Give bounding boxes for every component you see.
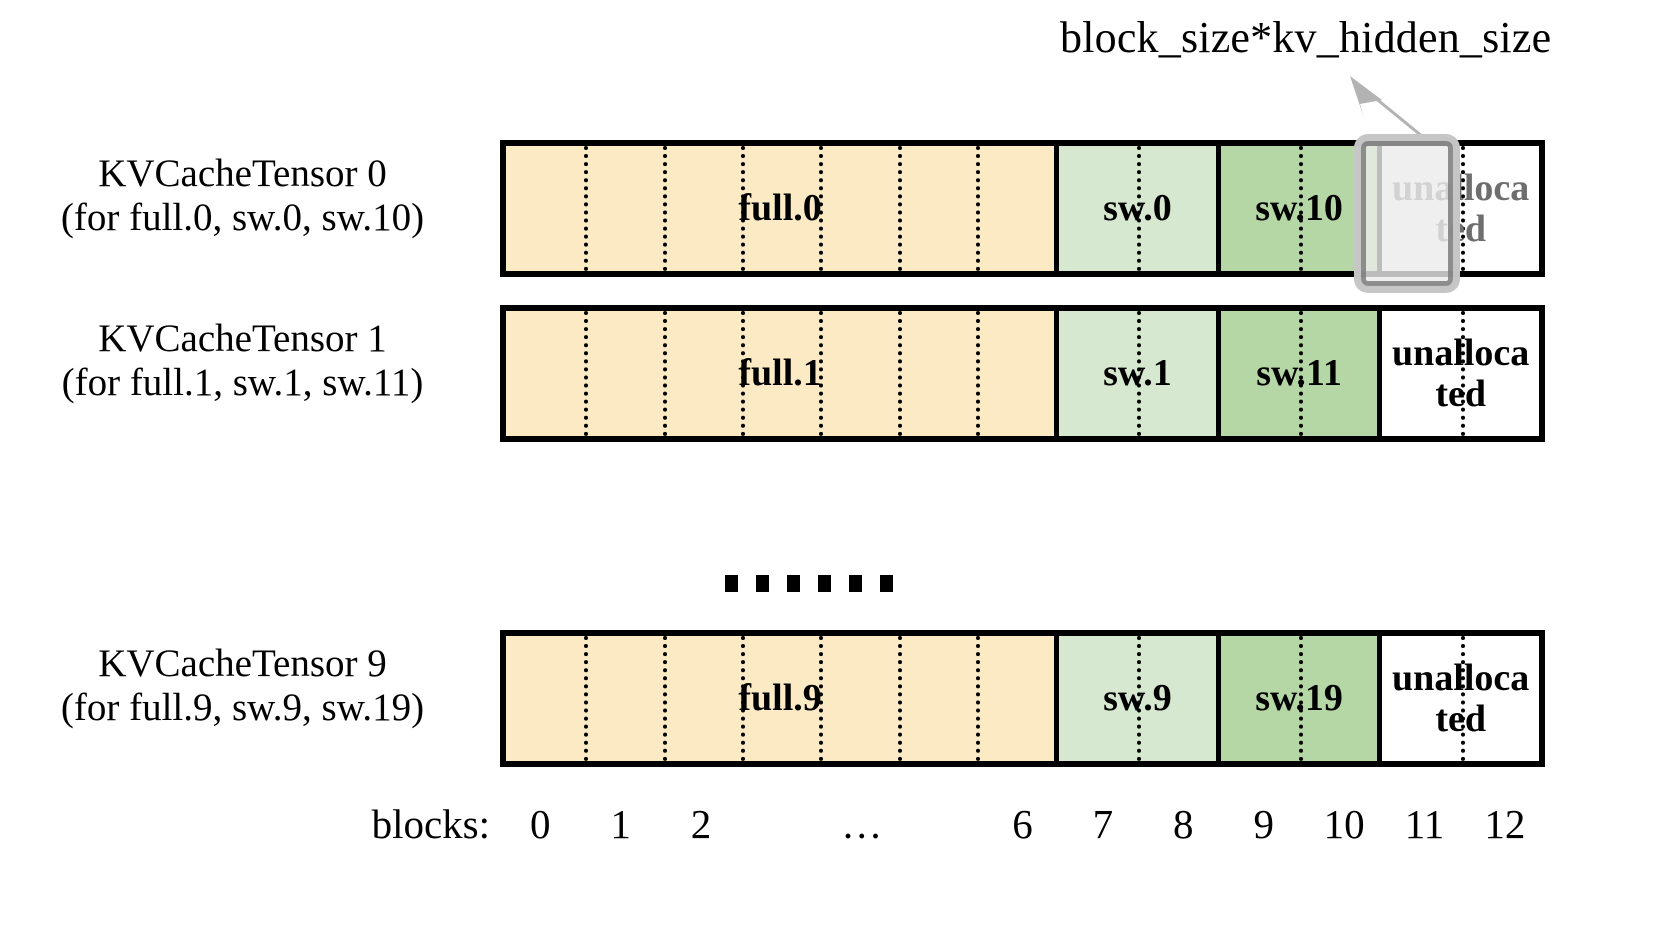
block-divider xyxy=(975,311,980,436)
bar-segment-label: sw.9 xyxy=(1103,677,1172,720)
ellipsis-dot xyxy=(725,575,738,592)
block-divider xyxy=(662,311,667,436)
axis-tick: 9 xyxy=(1253,801,1274,847)
block-divider xyxy=(662,636,667,761)
axis-tick: 11 xyxy=(1404,801,1445,847)
block-divider xyxy=(1460,311,1465,436)
tensor-row-label: KVCacheTensor 0(for full.0, sw.0, sw.10) xyxy=(0,152,485,241)
ellipsis-dot xyxy=(880,575,893,592)
block-divider xyxy=(819,636,824,761)
block-divider xyxy=(897,311,902,436)
block-divider xyxy=(897,636,902,761)
axis-title: blocks: xyxy=(371,801,490,847)
block-divider xyxy=(1299,146,1304,271)
ellipsis-dot xyxy=(787,575,800,592)
bar-segment-label: full.1 xyxy=(738,352,822,395)
tensor-name: KVCacheTensor 1 xyxy=(98,317,387,360)
bar-segment-label: sw.11 xyxy=(1256,352,1342,395)
block-divider xyxy=(584,636,589,761)
tensor-row-label: KVCacheTensor 9(for full.9, sw.9, sw.19) xyxy=(0,642,485,731)
bar-segment[interactable]: sw.0 xyxy=(1059,146,1221,271)
tensor-groups: (for full.0, sw.0, sw.10) xyxy=(60,196,425,240)
axis-tick: 2 xyxy=(690,801,712,847)
axis-tick: 12 xyxy=(1484,801,1526,847)
block-divider xyxy=(897,146,902,271)
bar-segment[interactable]: sw.9 xyxy=(1059,636,1221,761)
axis-tick: 0 xyxy=(529,801,551,847)
block-divider xyxy=(975,636,980,761)
bar-segment[interactable]: unalloca ted xyxy=(1382,636,1539,761)
block-divider xyxy=(584,311,589,436)
bar-segment-label: full.9 xyxy=(738,677,822,720)
ellipsis-dot xyxy=(756,575,769,592)
block-divider xyxy=(740,636,745,761)
bar-segment-label: sw.10 xyxy=(1255,187,1343,230)
annotation-label: block_size*kv_hidden_size xyxy=(1060,13,1552,62)
bar-segment[interactable]: sw.10 xyxy=(1220,146,1383,271)
ellipsis-dot xyxy=(818,575,831,592)
kvcache-tensor-bar[interactable]: full.1 sw.1 sw.11 unalloca ted xyxy=(500,305,1545,442)
bar-segment[interactable]: full.0 xyxy=(506,146,1060,271)
block-divider xyxy=(1137,636,1142,761)
bar-segment-label: sw.1 xyxy=(1103,352,1172,395)
tensor-name: KVCacheTensor 0 xyxy=(98,152,387,195)
bar-segment-label: sw.0 xyxy=(1103,187,1172,230)
tensor-groups: (for full.1, sw.1, sw.11) xyxy=(61,361,424,405)
bar-segment-label: unalloca ted xyxy=(1392,167,1530,250)
axis-tick: 1 xyxy=(610,801,631,847)
axis-tick: 10 xyxy=(1323,801,1365,847)
bar-segment[interactable]: sw.1 xyxy=(1059,311,1221,436)
bar-segment[interactable]: sw.19 xyxy=(1220,636,1383,761)
block-divider xyxy=(819,146,824,271)
block-divider xyxy=(1299,636,1304,761)
rows-ellipsis xyxy=(725,575,893,592)
block-divider xyxy=(819,311,824,436)
tensor-groups: (for full.9, sw.9, sw.19) xyxy=(60,686,425,730)
block-divider xyxy=(662,146,667,271)
axis-tick: 8 xyxy=(1173,801,1194,847)
bar-segment-label: unalloca ted xyxy=(1392,332,1530,415)
ellipsis-dot xyxy=(849,575,862,592)
block-divider xyxy=(740,146,745,271)
kvcache-tensor-bar[interactable]: full.9 sw.9 sw.19 unalloca ted xyxy=(500,630,1545,767)
bar-segment[interactable]: sw.11 xyxy=(1220,311,1383,436)
block-divider xyxy=(1460,636,1465,761)
tensor-row-label: KVCacheTensor 1(for full.1, sw.1, sw.11) xyxy=(0,317,485,406)
bar-segment[interactable]: unalloca ted xyxy=(1382,311,1539,436)
bar-segment[interactable]: unalloca ted xyxy=(1382,146,1539,271)
block-divider xyxy=(584,146,589,271)
kvcache-tensor-bar[interactable]: full.0 sw.0 sw.10 unalloca ted xyxy=(500,140,1545,277)
block-divider xyxy=(975,146,980,271)
bar-segment[interactable]: full.9 xyxy=(506,636,1060,761)
block-divider xyxy=(740,311,745,436)
axis-tick: 7 xyxy=(1092,801,1114,847)
block-divider xyxy=(1299,311,1304,436)
bar-segment-label: unalloca ted xyxy=(1392,657,1530,740)
bar-segment[interactable]: full.1 xyxy=(506,311,1060,436)
tensor-name: KVCacheTensor 9 xyxy=(98,642,387,685)
block-divider xyxy=(1137,311,1142,436)
bar-segment-label: sw.19 xyxy=(1255,677,1343,720)
block-divider xyxy=(1460,146,1465,271)
bar-segment-label: full.0 xyxy=(738,187,822,230)
axis-tick: 6 xyxy=(1012,801,1033,847)
axis-tick: … xyxy=(841,801,883,847)
block-divider xyxy=(1137,146,1142,271)
